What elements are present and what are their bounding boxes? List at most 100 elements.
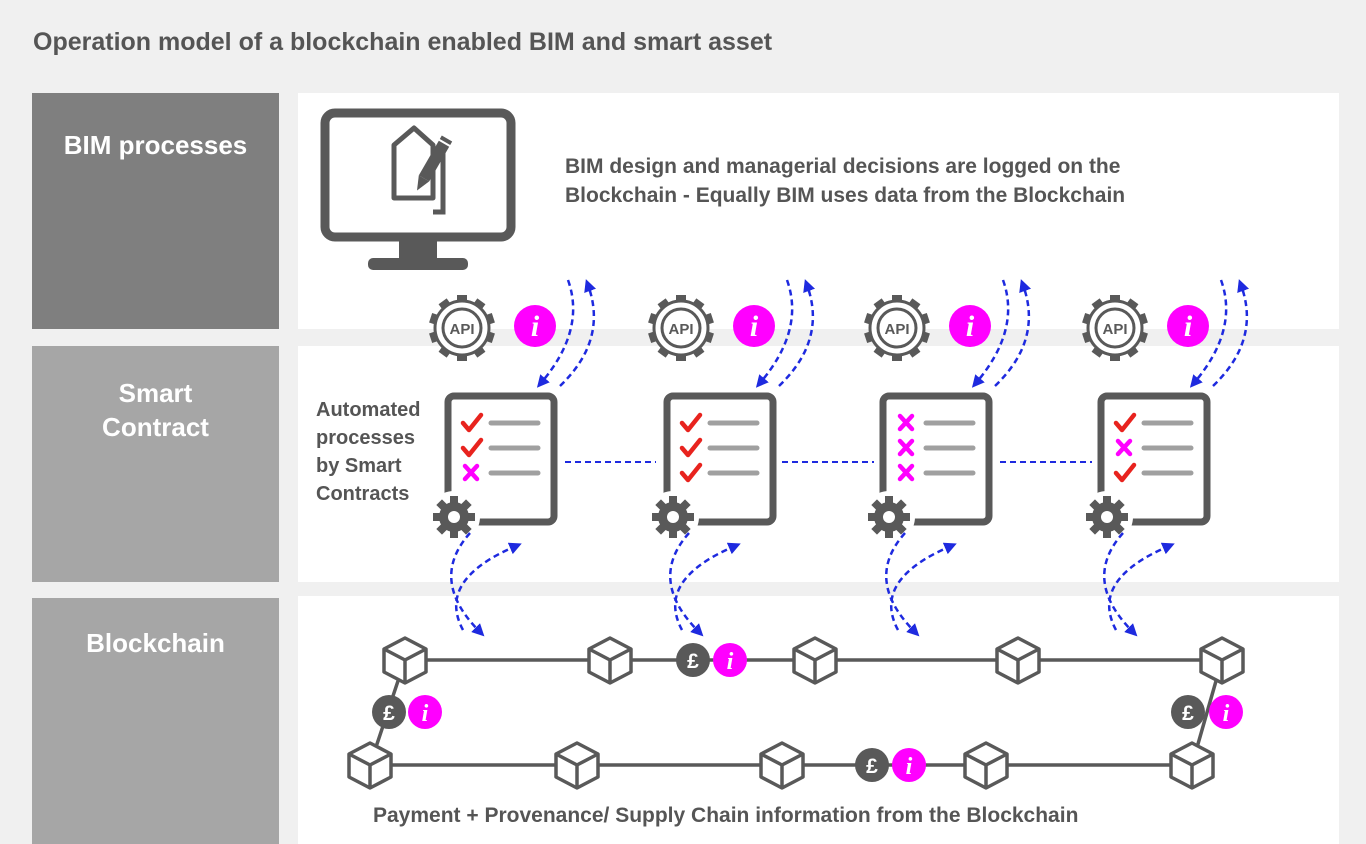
band-label-text-line2: Contract [102,412,209,442]
band-blockchain-background [32,598,279,844]
info-icon [1209,695,1243,729]
blockchain-footer-caption: Payment + Provenance/ Supply Chain infor… [373,804,1079,827]
payment-info-marker: £ i [855,748,926,782]
api-label: API [1102,321,1127,338]
check-icon [460,437,484,458]
smart-contract-column: API i [647,279,816,637]
contract-document-icon [444,392,558,526]
diagram-title: Operation model of a blockchain enabled … [33,28,773,56]
pound-symbol: £ [687,650,699,673]
block-cube-icon [347,741,393,790]
info-symbol: i [966,310,975,343]
gear-icon [1081,491,1133,543]
block-cube-icon [1199,636,1245,685]
gear-icon [863,491,915,543]
data-exchange-arrows-lower [885,532,957,637]
data-exchange-arrows-lower [450,532,522,637]
check-icon [1113,462,1137,483]
automated-line1: Automated [316,399,421,421]
payment-info-marker: £ i [372,695,442,729]
info-symbol: i [750,310,759,343]
pound-icon [372,695,406,729]
cross-icon [1115,438,1133,457]
pound-icon [676,643,710,677]
automated-line2: processes [316,427,415,449]
block-cube-icon [382,636,428,685]
smart-contract-column: API i [1081,279,1250,637]
api-gear-icon: API [864,295,930,361]
block-cube-icon [963,741,1009,790]
pound-icon [855,748,889,782]
data-exchange-arrows-upper [971,279,1032,388]
info-icon [408,695,442,729]
smart-contract-column: API i [863,279,1032,637]
api-gear-icon: API [429,295,495,361]
check-icon [1113,412,1137,433]
check-icon [679,437,703,458]
info-icon: i [514,305,556,347]
block-cube-icon [554,741,600,790]
data-exchange-arrows-upper [755,279,816,388]
block-cube-icon [1169,741,1215,790]
check-icon [460,412,484,433]
automated-processes-label: Automated processes by Smart Contracts [316,396,446,508]
data-exchange-arrows-upper [1189,279,1250,388]
gear-icon [428,491,480,543]
gear-icon [647,491,699,543]
band-label-text: BIM processes [63,130,248,160]
band-label-bim-processes: BIM processes [32,128,279,162]
band-smart-contract-background [32,346,279,582]
info-icon: i [949,305,991,347]
payment-info-marker: £ i [676,643,747,677]
api-label: API [668,321,693,338]
bim-description: BIM design and managerial decisions are … [565,152,1265,210]
check-icon [679,412,703,433]
bim-description-line2: Blockchain - Equally BIM uses data from … [565,184,1126,207]
band-label-text-line1: Smart [118,378,193,408]
pound-symbol: £ [1182,702,1194,725]
info-symbol: i [727,649,734,675]
pound-symbol: £ [383,702,395,725]
info-symbol: i [1223,701,1230,727]
block-cube-icon [759,741,805,790]
api-label: API [449,321,474,338]
contracts-layer: API i API i API i API i [428,279,1250,637]
info-icon: i [733,305,775,347]
info-symbol: i [531,310,540,343]
block-cube-icon [995,636,1041,685]
api-label: API [884,321,909,338]
block-cube-icon [587,636,633,685]
info-symbol: i [906,754,913,780]
block-cube-icon [792,636,838,685]
pound-symbol: £ [866,755,878,778]
contract-document-icon [879,392,993,526]
cross-icon [897,413,915,432]
cross-icon [897,438,915,457]
cross-icon [897,463,915,482]
automated-line3: by Smart [316,455,402,477]
info-symbol: i [1184,310,1193,343]
info-icon [713,643,747,677]
data-exchange-arrows-lower [1103,532,1175,637]
payment-info-marker: £ i [1171,695,1243,729]
contract-document-icon [663,392,777,526]
monitor-icon [320,108,516,270]
bim-description-line1: BIM design and managerial decisions are … [565,155,1121,178]
contract-document-icon [1097,392,1211,526]
band-label-text: Blockchain [86,628,225,658]
check-icon [679,462,703,483]
data-exchange-arrows-upper [536,279,597,388]
data-exchange-arrows-lower [669,532,741,637]
info-icon [892,748,926,782]
info-symbol: i [422,701,429,727]
band-bim-background [32,93,279,329]
cross-icon [462,463,480,482]
band-label-smart-contract: Smart Contract [32,376,279,444]
info-icon: i [1167,305,1209,347]
panel-blockchain [298,596,1339,844]
band-label-blockchain: Blockchain [32,626,279,660]
api-gear-icon: API [1082,295,1148,361]
smart-contract-column: API i [428,279,597,637]
api-gear-icon: API [648,295,714,361]
